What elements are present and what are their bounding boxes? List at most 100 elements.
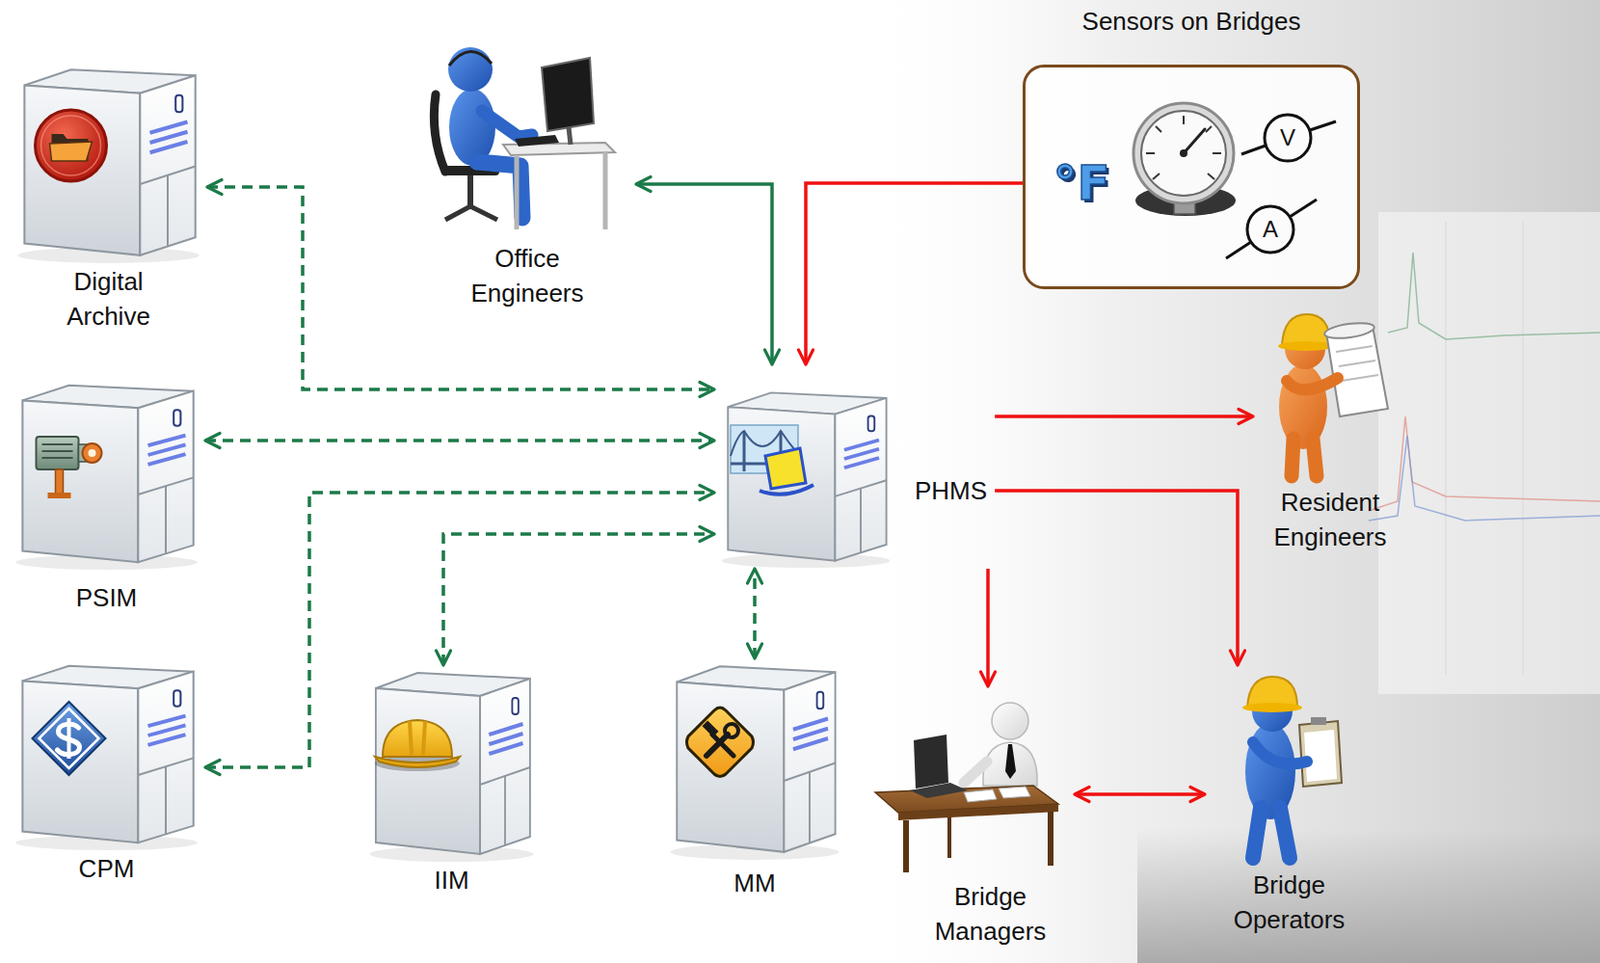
sensor-illustration xyxy=(1247,206,1294,253)
sensor-illustration xyxy=(1155,126,1162,133)
sensor-illustration xyxy=(1226,241,1252,259)
tools-emblem xyxy=(702,720,720,738)
resident-engineer-figure xyxy=(1341,374,1379,381)
bridge-operator-figure xyxy=(1280,807,1290,858)
node-label: PSIM xyxy=(10,580,204,615)
camera-emblem xyxy=(42,443,74,446)
bridge-manager-figure xyxy=(963,761,987,783)
group-heading: Sensors on Bridges xyxy=(1027,3,1356,39)
voltmeter-letter: V xyxy=(1280,126,1296,150)
node-label: PHMS xyxy=(914,473,987,508)
node-label: Resident Engineers xyxy=(1253,484,1408,555)
sensor-illustration xyxy=(1152,173,1160,180)
office-engineer-figure xyxy=(603,152,609,230)
background-photo xyxy=(1522,221,1524,675)
background-photo xyxy=(1387,252,1600,340)
office-engineer-figure xyxy=(568,127,571,145)
bridge-manager-figure xyxy=(1047,811,1054,866)
bridge-laptop-emblem xyxy=(759,484,814,495)
node-label: Office Engineers xyxy=(454,240,600,311)
office-engineer-figure xyxy=(433,47,615,230)
office-engineer-figure xyxy=(445,206,498,220)
bridge-operator-figure xyxy=(1304,729,1337,782)
mm-server: MM xyxy=(663,658,847,901)
connector xyxy=(805,183,1023,365)
fahrenheit-symbol: °F xyxy=(1052,159,1110,208)
connector xyxy=(443,533,715,666)
bridge-manager-figure xyxy=(1005,744,1016,779)
sensor-group: Sensors on Bridges xyxy=(1022,3,1360,290)
bridge-manager-figure xyxy=(998,786,1031,799)
office-engineer-figure xyxy=(433,94,446,172)
bridge-operator-figure xyxy=(1253,742,1307,765)
connector xyxy=(205,492,715,768)
phms-server-icon xyxy=(721,392,891,568)
sensor-illustration xyxy=(1309,121,1336,131)
iim-server-icon xyxy=(369,672,534,862)
background-photo xyxy=(1137,828,1600,963)
office-engineer-figure xyxy=(481,110,533,137)
node-label: CPM xyxy=(10,851,204,886)
resident-engineer-figure xyxy=(1335,346,1373,352)
sensor-illustration xyxy=(1207,173,1215,180)
hardhat-emblem xyxy=(374,720,460,772)
tools-emblem xyxy=(687,707,754,777)
ammeter-letter: A xyxy=(1262,217,1279,241)
camera-emblem xyxy=(55,469,64,495)
hardhat-emblem xyxy=(409,720,426,755)
background-photo xyxy=(848,0,1600,963)
hardhat-emblem xyxy=(382,720,453,757)
camera-emblem xyxy=(48,492,72,499)
sensor-illustration xyxy=(1241,145,1266,155)
camera-emblem xyxy=(42,450,74,453)
resident-engineer-figure xyxy=(1312,438,1317,477)
bridge-manager-figure xyxy=(875,702,1059,873)
archive-server: Digital Archive xyxy=(9,61,208,334)
folder-emblem xyxy=(41,115,102,176)
node-label: Digital Archive xyxy=(41,264,177,334)
connector xyxy=(986,568,990,687)
folder-emblem xyxy=(50,141,93,161)
resident-engineer-figure xyxy=(1281,314,1331,346)
office-engineer-figure xyxy=(449,51,492,66)
connector xyxy=(994,490,1238,666)
hardhat-emblem xyxy=(374,755,460,772)
sensor-illustration xyxy=(1212,152,1222,155)
tools-emblem xyxy=(687,707,754,777)
bridge-manager-figure xyxy=(909,782,968,799)
bridge-manager-figure xyxy=(898,803,1059,821)
cost-emblem xyxy=(32,701,107,775)
cost-emblem xyxy=(39,708,100,769)
connector xyxy=(752,568,757,659)
resident-engineer-figure xyxy=(1286,377,1338,390)
phms-server: PHMS xyxy=(714,364,995,569)
bridge-manager-figure xyxy=(947,817,952,858)
bridge-operator-figure xyxy=(1253,807,1261,858)
camera-emblem xyxy=(36,436,103,499)
camera-emblem xyxy=(36,436,80,470)
cost-emblem xyxy=(32,701,107,775)
sensor-illustration xyxy=(1205,126,1212,133)
camera-emblem xyxy=(88,449,97,457)
bridge-manager: Bridge Managers xyxy=(906,686,1075,949)
background-photo xyxy=(1445,221,1447,675)
sensor-illustration xyxy=(1146,152,1155,155)
resident-engineer-figure xyxy=(1291,438,1294,477)
connectors xyxy=(205,183,1254,795)
bridge-operator-figure xyxy=(1242,702,1303,713)
folder-emblem xyxy=(35,109,107,182)
connector xyxy=(205,438,715,443)
tools-emblem xyxy=(712,734,734,756)
connector xyxy=(636,184,773,365)
resident-engineer: Resident Engineers xyxy=(1253,306,1408,555)
connector xyxy=(1074,792,1205,797)
hardhat-emblem xyxy=(374,756,460,768)
resident-engineer-figure xyxy=(1323,320,1375,341)
sensor-illustration xyxy=(1289,199,1317,217)
folder-emblem xyxy=(35,109,107,182)
bridge-operator-figure xyxy=(1310,717,1327,725)
bridge-manager-figure xyxy=(963,789,997,802)
node-label: Bridge Operators xyxy=(1212,867,1367,937)
